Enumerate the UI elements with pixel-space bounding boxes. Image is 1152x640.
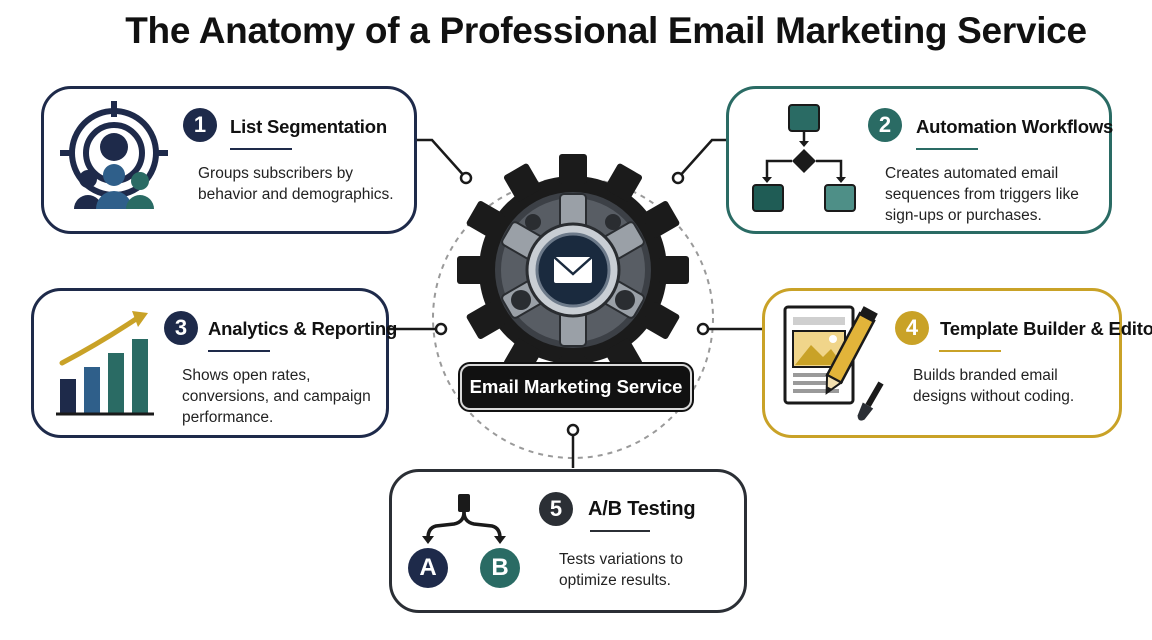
title-underline: [230, 148, 292, 150]
card-description: Creates automated email sequences from t…: [885, 165, 1079, 224]
card-title: Analytics & Reporting: [208, 318, 398, 339]
envelope-gear-icon: [457, 154, 689, 386]
card-template-builder: 4 Template Builder & Editor Builds brand…: [762, 288, 1152, 438]
step-number-badge: 5: [539, 492, 573, 526]
card-title: List Segmentation: [230, 116, 387, 137]
card-description: Builds branded email designs without cod…: [913, 367, 1075, 405]
card-title: Automation Workflows: [916, 116, 1114, 137]
template-pencil-brush-icon: [783, 305, 884, 421]
title-underline: [590, 530, 650, 532]
card-list-segmentation: 1 List Segmentation Groups subscribers b…: [41, 86, 417, 234]
bar-chart-growth-icon: [56, 311, 154, 416]
target-audience-icon: [60, 101, 168, 209]
card-title: Template Builder & Editor: [940, 318, 1152, 339]
step-number-badge: 1: [183, 108, 217, 142]
page-title: The Anatomy of a Professional Email Mark…: [125, 10, 1087, 51]
card-automation-workflows: 2 Automation Workflows Creates automated…: [726, 86, 1114, 234]
hub-label: Email Marketing Service: [460, 364, 692, 410]
card-description: Groups subscribers by behavior and demog…: [198, 165, 394, 203]
step-number-badge: 4: [895, 311, 929, 345]
card-title: A/B Testing: [588, 498, 696, 520]
card-description: Tests variations to optimize results.: [559, 551, 684, 589]
card-ab-testing: A B 5 A/B Testing Tests variations to op…: [389, 469, 747, 613]
step-number-badge: 3: [164, 311, 198, 345]
ab-split-icon: [408, 494, 520, 588]
step-number-badge: 2: [868, 108, 902, 142]
card-analytics-reporting: 3 Analytics & Reporting Shows open rates…: [31, 288, 397, 438]
title-underline: [916, 148, 978, 150]
card-description: Shows open rates, conversions, and campa…: [182, 367, 371, 426]
variant-a-label: A: [419, 554, 437, 581]
title-underline: [939, 350, 1001, 352]
variant-b-label: B: [491, 554, 509, 581]
workflow-flowchart-icon: [752, 104, 856, 212]
title-underline: [208, 350, 270, 352]
